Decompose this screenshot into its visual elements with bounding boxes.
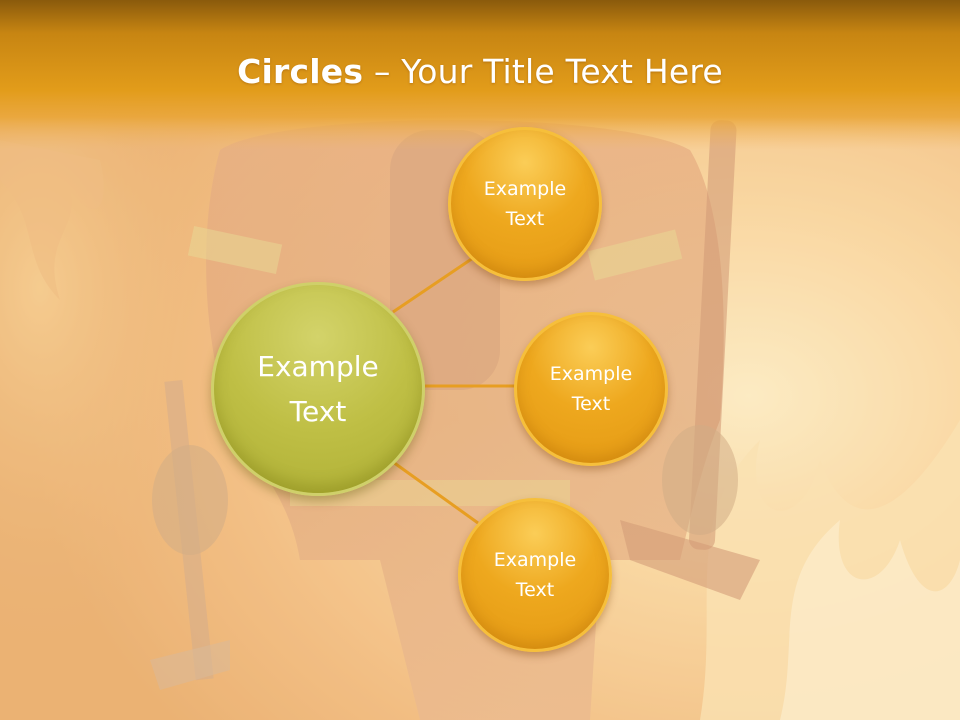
connector-line <box>392 256 474 314</box>
circle-node-1[interactable]: Example Text <box>448 127 602 281</box>
connector-line <box>392 460 479 525</box>
circle-node-label: Example Text <box>549 363 633 415</box>
slide-title[interactable]: Circles – Your Title Text Here <box>0 52 960 91</box>
circle-node-2[interactable]: Example Text <box>514 312 668 466</box>
circle-node-3[interactable]: Example Text <box>458 498 612 652</box>
title-band <box>0 0 960 150</box>
circle-node-label: Example Text <box>483 178 567 230</box>
center-circle[interactable]: Example Text <box>211 282 425 496</box>
title-rest: – Your Title Text Here <box>363 52 723 91</box>
title-bold: Circles <box>237 52 364 91</box>
circle-node-label: Example Text <box>493 549 577 601</box>
center-circle-label: Example Text <box>257 350 379 428</box>
